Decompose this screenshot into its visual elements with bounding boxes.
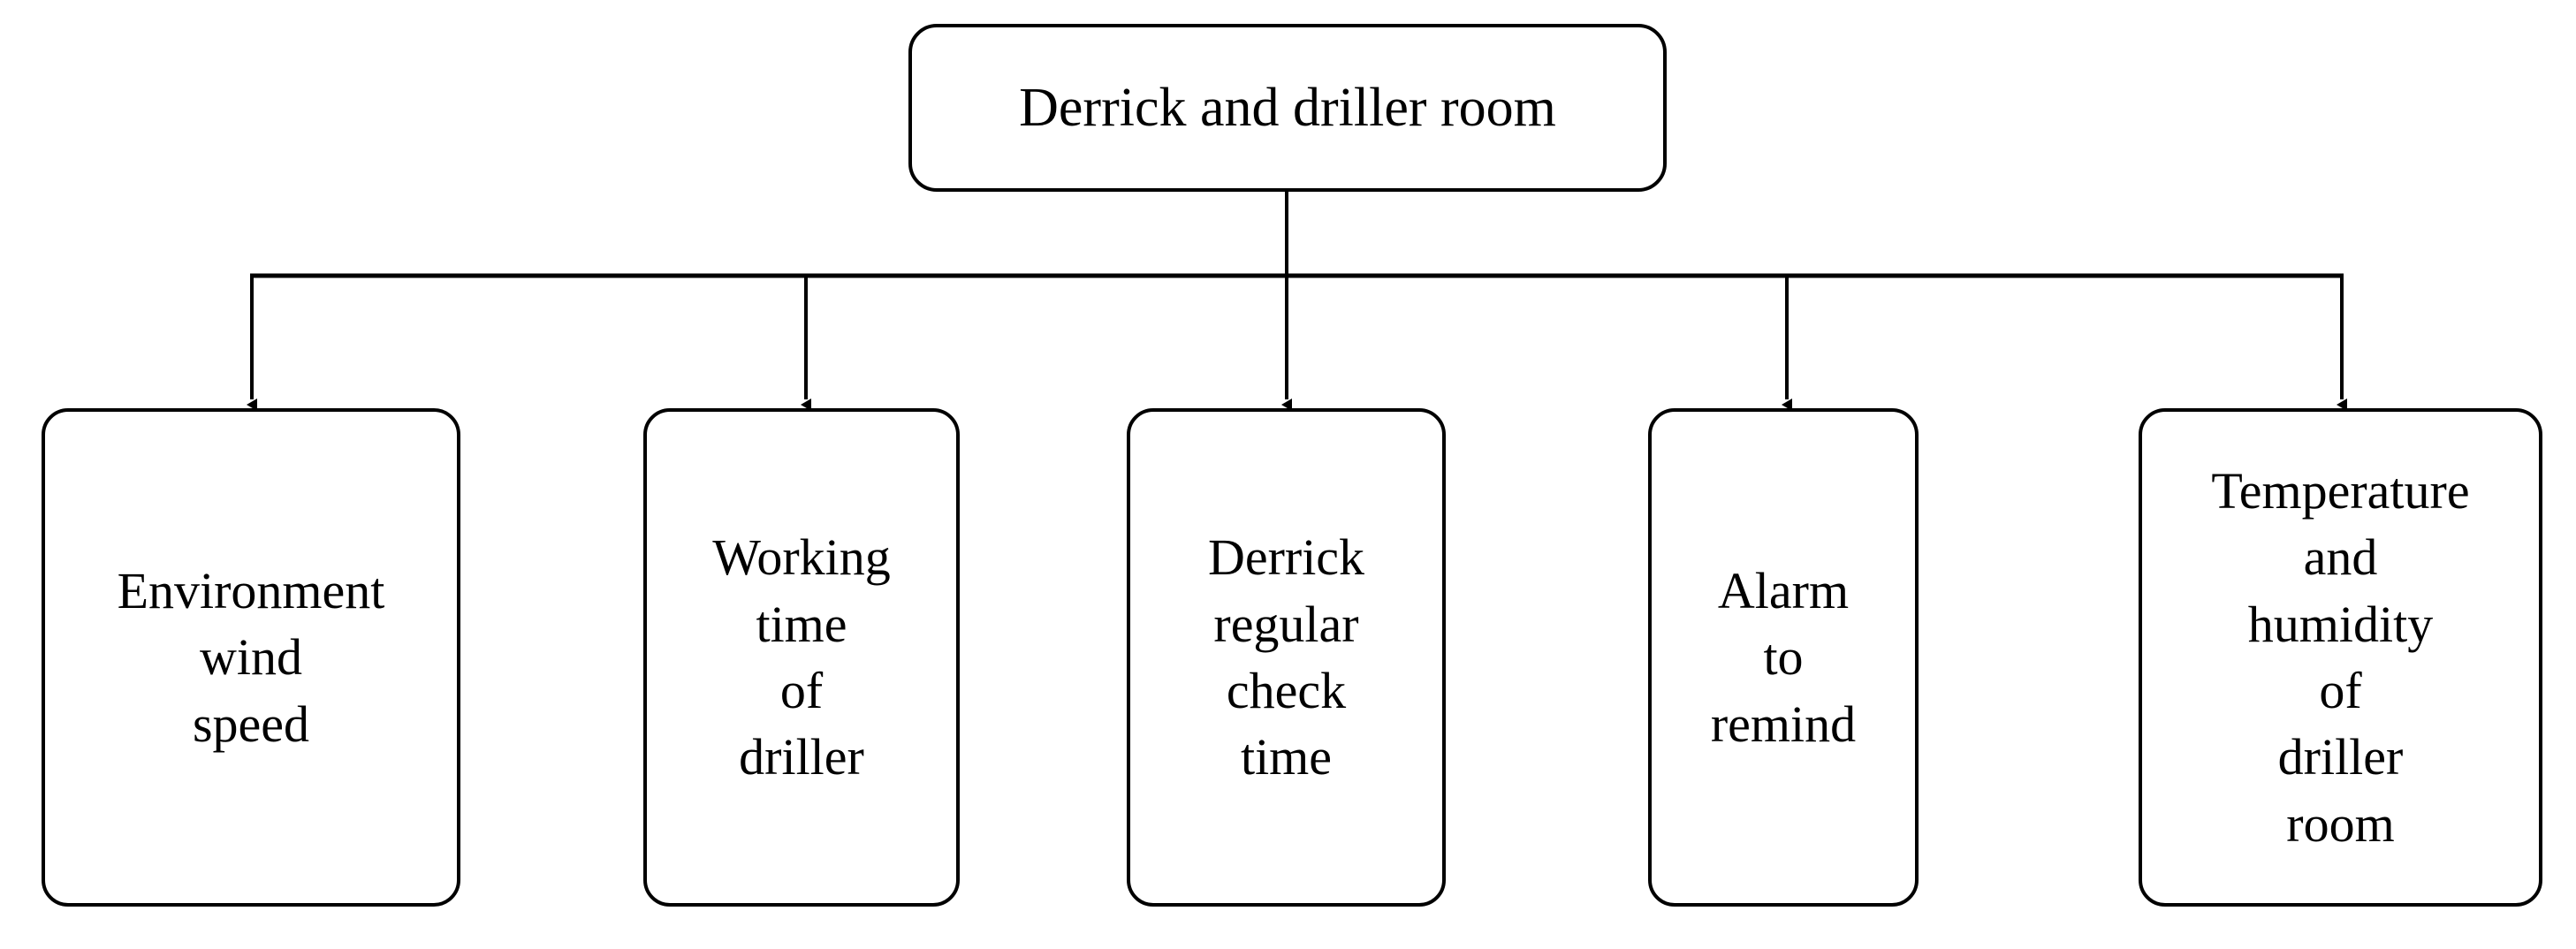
node-environment-wind-speed-label: Environment wind speed [117,561,385,753]
node-derrick-regular-check-time[interactable]: Derrick regular check time [1127,408,1446,907]
node-temperature-and-humidity-of-driller-room[interactable]: Temperature and humidity of driller room [2139,408,2542,907]
node-alarm-to-remind[interactable]: Alarm to remind [1648,408,1919,907]
node-root-derrick-and-driller-room[interactable]: Derrick and driller room [908,24,1667,192]
node-alarm-to-remind-label: Alarm to remind [1710,561,1857,753]
node-temperature-and-humidity-label: Temperature and humidity of driller room [2211,461,2470,853]
node-working-time-of-driller[interactable]: Working time of driller [643,408,960,907]
node-working-time-of-driller-label: Working time of driller [712,528,891,786]
node-derrick-regular-check-time-label: Derrick regular check time [1207,528,1365,786]
node-environment-wind-speed[interactable]: Environment wind speed [42,408,460,907]
node-root-label: Derrick and driller room [1019,77,1556,138]
